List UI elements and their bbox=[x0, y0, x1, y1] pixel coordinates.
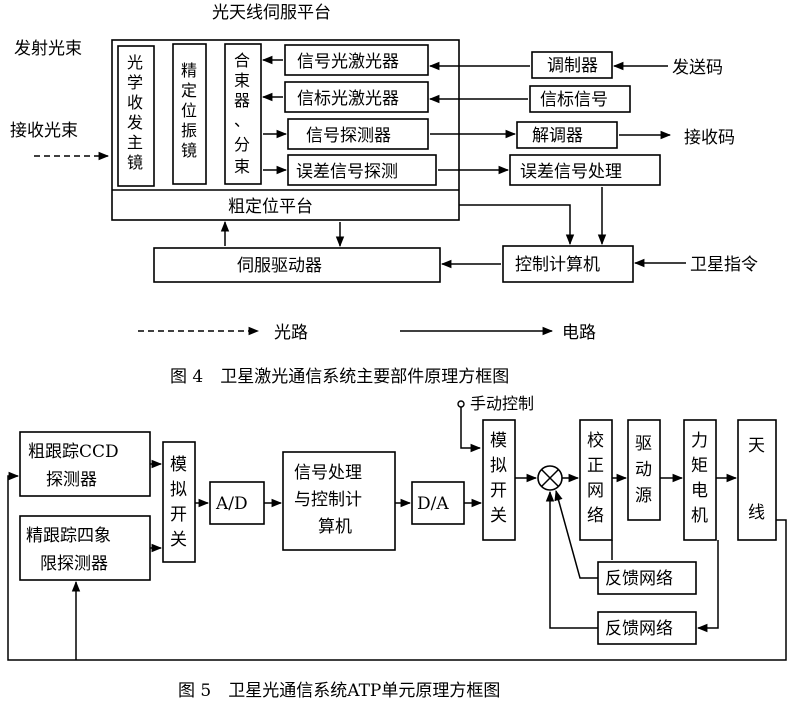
feedback-network-1-label: 反馈网络 bbox=[605, 569, 673, 589]
fine-pointing-label: 精定位 振镜 bbox=[181, 61, 202, 160]
figure-5-caption: 图 5 卫星光通信系统ATP单元原理方框图 bbox=[178, 681, 500, 701]
analog-switch-2-box bbox=[482, 419, 516, 541]
signal-laser-label: 信号光激光器 bbox=[297, 52, 399, 72]
correction-box bbox=[579, 419, 613, 541]
modulator-box bbox=[531, 51, 613, 79]
satellite-cmd-label: 卫星指令 bbox=[690, 255, 758, 275]
fine-pointing-box bbox=[172, 43, 207, 185]
correction-label: 校正网络 bbox=[587, 431, 604, 526]
error-detector-box bbox=[287, 154, 437, 186]
analog-switch-1-box bbox=[162, 441, 196, 563]
figure-4: 光天线伺服平台 发射光束 接收光束 光学收 发主镜 精定位 振镜 合束器 、分束… bbox=[10, 3, 758, 387]
da-box bbox=[411, 481, 465, 525]
torque-motor-box bbox=[683, 419, 717, 541]
error-processing-label: 误差信号处理 bbox=[520, 162, 622, 182]
legend-optical-label: 光路 bbox=[274, 323, 308, 343]
antenna-box bbox=[737, 419, 777, 541]
arrow-feedback-1-to-junction bbox=[554, 489, 598, 579]
beacon-signal-label: 信标信号 bbox=[540, 90, 608, 110]
tx-beam-label: 发射光束 bbox=[14, 39, 82, 59]
control-computer-box bbox=[502, 245, 634, 283]
platform-title: 光天线伺服平台 bbox=[212, 3, 331, 23]
control-computer-label: 控制计算机 bbox=[515, 255, 600, 275]
antenna-label: 天线 bbox=[748, 436, 765, 523]
demodulator-label: 解调器 bbox=[532, 126, 583, 146]
analog-switch-1-label: 模拟开关 bbox=[170, 455, 187, 550]
servo-driver-label: 伺服驱动器 bbox=[237, 256, 322, 276]
manual-control-label: 手动控制 bbox=[470, 394, 534, 413]
arrow-motor-to-feedback-2 bbox=[696, 540, 719, 633]
ccd-box bbox=[19, 431, 151, 497]
rx-beam-label: 接收光束 bbox=[10, 121, 78, 141]
processor-box bbox=[282, 451, 396, 551]
signal-laser-box bbox=[284, 44, 429, 76]
optics-box bbox=[117, 45, 155, 187]
servo-driver-box bbox=[153, 247, 441, 283]
feedback-network-2-label: 反馈网络 bbox=[605, 619, 673, 639]
arrow-platform-to-computer bbox=[459, 204, 575, 246]
quadrant-label: 精跟踪四象限探测器 bbox=[26, 526, 111, 574]
figure-4-caption: 图 4 卫星激光通信系统主要部件原理方框图 bbox=[170, 367, 509, 387]
arrow-feedback-2-to-junction bbox=[545, 490, 598, 629]
quadrant-box bbox=[19, 515, 151, 581]
analog-switch-2-label: 模拟开关 bbox=[490, 431, 507, 526]
beacon-signal-box bbox=[529, 85, 631, 113]
demodulator-box bbox=[516, 121, 618, 149]
error-detector-label: 误差信号探测 bbox=[296, 162, 398, 182]
manual-control-node bbox=[457, 400, 465, 408]
summing-junction-cross bbox=[540, 468, 560, 488]
send-code-label: 发送码 bbox=[672, 58, 723, 78]
combiner-label: 合束器 、分束 bbox=[234, 51, 255, 176]
da-label: D/A bbox=[417, 494, 449, 514]
drive-source-box bbox=[627, 419, 661, 521]
processor-label: 信号处理与控制计算机 bbox=[294, 463, 362, 537]
coarse-platform-label: 粗定位平台 bbox=[228, 197, 313, 217]
optics-label: 光学收 发主镜 bbox=[127, 53, 148, 172]
combiner-box bbox=[224, 43, 262, 185]
signal-detector-box bbox=[287, 118, 429, 150]
signal-detector-label: 信号探测器 bbox=[306, 126, 391, 146]
legend-electrical-label: 电路 bbox=[562, 323, 596, 343]
beacon-laser-box bbox=[284, 81, 429, 113]
arrow-manual-control bbox=[460, 407, 482, 453]
torque-motor-label: 力矩电机 bbox=[691, 431, 708, 526]
drive-source-label: 驱动源 bbox=[635, 434, 652, 506]
error-processing-box bbox=[509, 154, 661, 186]
ad-label: A/D bbox=[215, 494, 248, 514]
modulator-label: 调制器 bbox=[547, 56, 598, 76]
beacon-laser-label: 信标光激光器 bbox=[297, 89, 399, 109]
arrow-antenna-to-ccd bbox=[7, 471, 787, 661]
recv-code-label: 接收码 bbox=[684, 128, 735, 148]
feedback-network-2-box bbox=[597, 611, 697, 645]
